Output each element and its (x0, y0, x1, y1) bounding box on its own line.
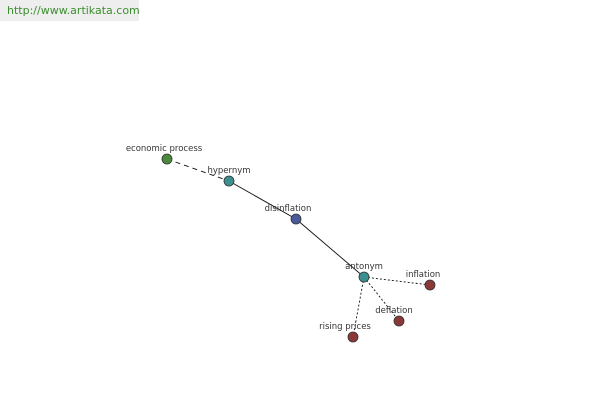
node-label-disinflation: disinflation (265, 204, 312, 214)
node-label-inflation: inflation (406, 270, 441, 280)
url-link[interactable]: http://www.artikata.com (7, 4, 140, 17)
node-label-antonym: antonym (345, 262, 383, 272)
node-disinflation[interactable] (290, 213, 302, 225)
node-hypernym[interactable] (223, 175, 235, 187)
node-rising-prices[interactable] (347, 331, 359, 343)
edges-layer (166, 158, 431, 338)
node-antonym[interactable] (358, 271, 370, 283)
edge-antonym-inflation (363, 276, 431, 286)
node-label-hypernym: hypernym (207, 166, 250, 176)
edge-hypernym-disinflation (228, 180, 297, 220)
edge-antonym-deflation (363, 276, 400, 322)
node-label-economic-process: economic process (126, 144, 203, 154)
node-deflation[interactable] (393, 315, 405, 327)
nodes-layer (161, 153, 436, 343)
url-banner: http://www.artikata.com (0, 0, 140, 21)
node-economic-process[interactable] (161, 153, 173, 165)
node-label-deflation: deflation (375, 306, 412, 316)
node-label-rising-prices: rising prices (319, 322, 371, 332)
edge-economic-process-hypernym (166, 158, 230, 182)
node-inflation[interactable] (424, 279, 436, 291)
labels-layer: economic process hypernym disinflation anto… (126, 144, 440, 332)
edge-disinflation-antonym (295, 218, 365, 278)
